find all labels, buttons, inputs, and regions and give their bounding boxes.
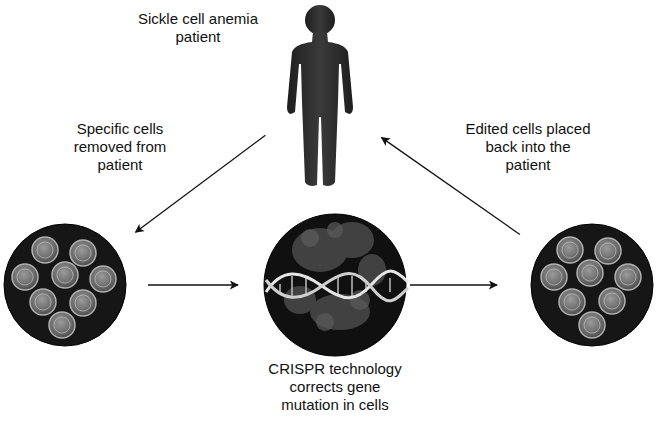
edge-label: Specific cells removed from patient [70,120,170,174]
edge-label: Edited cells placed back into the patien… [463,120,593,174]
flow-arrow [410,284,497,285]
crispr-circle: CRISPR technology corrects gene mutation… [263,213,407,357]
cell-sample-circle [530,223,654,347]
patient-node: Sickle cell anemia patient [283,2,357,187]
node-label: Sickle cell anemia patient [128,10,268,46]
circle-outline [263,213,407,357]
node-label: CRISPR technology corrects gene mutation… [265,360,405,414]
patient-silhouette [287,5,353,186]
circle-outline [530,223,654,347]
flow-arrow [148,284,238,285]
circle-outline [3,223,127,347]
cell-sample-circle [3,223,127,347]
